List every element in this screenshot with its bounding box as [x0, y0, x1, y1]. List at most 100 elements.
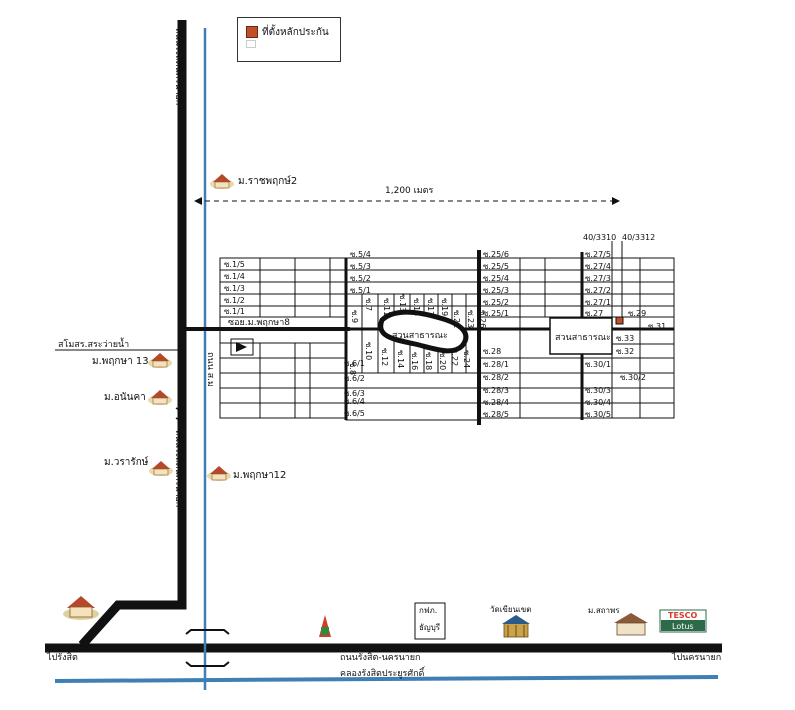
sathaporn-label: ม.สถาพร	[588, 606, 620, 615]
soi-labels-s6: ซ.6/1 ซ.6/2 ซ.6/3 ซ.6/4 ซ.6/5	[344, 359, 365, 418]
soi-labels-s27: ซ.27/5 ซ.27/4 ซ.27/3 ซ.27/2 ซ.27/1 ซ.27	[585, 250, 611, 318]
soi-labels-s1: ซ.1/5 ซ.1/4 ซ.1/3 ซ.1/2 ซ.1/1	[224, 260, 245, 316]
soi-labels-s28: ซ.28 ซ.28/1 ซ.28/2 ซ.28/3 ซ.28/4 ซ.28/5	[483, 347, 509, 419]
main-vertical-road-top-label: ถนนรังสิตนครนายก	[173, 28, 184, 105]
soi-1-5: ซ.1/5	[224, 260, 245, 269]
canal-label: คลองรังสิตประยูรศักดิ์	[340, 666, 426, 679]
thanyaburi-label: ธัญบุรี	[419, 623, 441, 632]
soi-33: ซ.33	[616, 334, 634, 343]
soi-15: ซ.15	[412, 298, 421, 316]
to-nakhon-nayok-label: ไปนครนายก	[671, 652, 721, 663]
plot-label-1: 40/3310	[583, 233, 616, 242]
soi-25-1: ซ.25/1	[483, 309, 509, 318]
soi-20: ซ.20	[438, 352, 447, 370]
legend-blank-marker	[246, 40, 256, 48]
to-rangsit-label: ไปรังสิต	[46, 652, 78, 663]
soi-14: ซ.14	[396, 350, 405, 368]
soi-labels-s30: ซ.30/1 ซ.30/2 ซ.30/3 ซ.30/4 ซ.30/5	[585, 360, 646, 419]
soi-30-2: ซ.30/2	[620, 373, 646, 382]
legend-label: ที่ตั้งหลักประกัน	[262, 27, 329, 38]
soi-5-2: ซ.5/2	[350, 274, 371, 283]
soi-12: ซ.12	[380, 348, 389, 366]
soi-25-4: ซ.25/4	[483, 274, 509, 283]
main-horizontal-road-label: ถนนรังสิต-นครนายก	[340, 652, 421, 663]
house-icon-pruksa13	[148, 353, 172, 368]
soi-27-1: ซ.27/1	[585, 298, 611, 307]
park-oval-road	[378, 309, 469, 354]
soi-25-6: ซ.25/6	[483, 250, 509, 259]
soi-17: ซ.17	[426, 298, 435, 316]
soi-6-5: ซ.6/5	[344, 409, 365, 418]
soi-25-2: ซ.25/2	[483, 298, 509, 307]
soi-labels-vertical: ซ.8 ซ.9 ซ.10 ซ.12 ซ.14 ซ.16 ซ.18 ซ.20 ซ.…	[348, 294, 487, 375]
soi-24: ซ.24	[462, 350, 471, 368]
soi-entrance-label: ซอย.ม.พฤกษา8	[228, 318, 290, 328]
soi-16: ซ.16	[410, 352, 419, 370]
park2-label: สวนสาธารณะ	[555, 333, 611, 343]
gate-arrow-icon	[236, 342, 247, 352]
soi-6-2: ซ.6/2	[344, 374, 365, 383]
house-icon-pruksa12	[207, 466, 231, 481]
soi-29: ซ.29	[628, 309, 646, 318]
soi-30-3: ซ.30/3	[585, 386, 611, 395]
logo-icon-landmark	[319, 615, 331, 637]
soi-30-5: ซ.30/5	[585, 410, 611, 419]
soi-23: ซ.23	[466, 310, 475, 328]
house-icon-sathaporn	[614, 613, 648, 636]
tesco-label: TESCO	[668, 611, 698, 620]
temple-label: วัดเขียนเขต	[490, 605, 531, 614]
soi-19: ซ.19	[440, 298, 449, 316]
legend-marker-icon	[246, 26, 258, 38]
soi-10: ซ.10	[364, 342, 373, 360]
water-station-label: สโมสร.สระว่ายน้ำ	[58, 337, 129, 350]
soi-1-2: ซ.1/2	[224, 296, 245, 305]
soi-7: ซ.7	[364, 298, 373, 311]
house-icon-anan	[148, 390, 172, 405]
legend: ที่ตั้งหลักประกัน	[237, 17, 341, 62]
soi-labels-s5: ซ.5/4 ซ.5/3 ซ.5/2 ซ.5/1	[350, 250, 371, 295]
soi-1-4: ซ.1/4	[224, 272, 245, 281]
house-icon-warak	[149, 461, 173, 476]
lotus-bar	[661, 620, 705, 631]
soi-28-2: ซ.28/2	[483, 373, 509, 382]
soi-18: ซ.18	[424, 352, 433, 370]
soi-25-5: ซ.25/5	[483, 262, 509, 271]
house-icon-raj-pruek	[210, 174, 234, 189]
soi-27-4: ซ.27/4	[585, 262, 611, 271]
soi-labels-s25: ซ.25/6 ซ.25/5 ซ.25/4 ซ.25/3 ซ.25/2 ซ.25/…	[483, 250, 509, 318]
anan-label: ม.อนันคา	[104, 392, 146, 403]
kor-por-box	[414, 602, 446, 640]
soi-32: ซ.32	[616, 347, 634, 356]
park1-label: สวนสาธารณะ	[392, 331, 448, 341]
house-icon-junction	[63, 596, 99, 620]
kor-por-label: กฟภ.	[419, 606, 437, 615]
pruksa12-label: ม.พฤกษา12	[233, 470, 286, 481]
lotus-label: Lotus	[672, 622, 694, 631]
soi-1-1: ซ.1/1	[224, 307, 245, 316]
soi-6-4: ซ.6/4	[344, 397, 365, 406]
soi-labels-right: ซ.29 ซ.31 ซ.33 ซ.32	[616, 309, 666, 356]
soi-13: ซ.13	[398, 294, 407, 312]
distance-arrow-right-head	[612, 197, 620, 205]
soi-11: ซ.11	[382, 298, 391, 316]
soi-30-4: ซ.30/4	[585, 398, 611, 407]
soi-31: ซ.31	[648, 322, 666, 331]
soi-6-3: ซ.6/3	[344, 389, 365, 398]
plot-label-2: 40/3312	[622, 233, 655, 242]
bridge-bottom	[185, 661, 230, 667]
soi-28-3: ซ.28/3	[483, 386, 509, 395]
temple-icon	[502, 615, 530, 638]
soi-9: ซ.9	[350, 310, 359, 323]
distance-arrow-left-head	[194, 197, 202, 205]
soi-28-1: ซ.28/1	[483, 360, 509, 369]
soi-21: ซ.21	[452, 310, 461, 328]
soi-8: ซ.8	[348, 362, 357, 375]
distance-label: 1,200 เมตร	[385, 186, 433, 196]
link-road	[78, 20, 187, 649]
soi-26: ซ.26	[478, 310, 487, 328]
subject-plot-marker	[615, 316, 624, 325]
soi-28: ซ.28	[483, 347, 501, 356]
soi-22: ซ.22	[450, 348, 459, 366]
side-road-label: ถนน ส.ม	[205, 352, 215, 387]
